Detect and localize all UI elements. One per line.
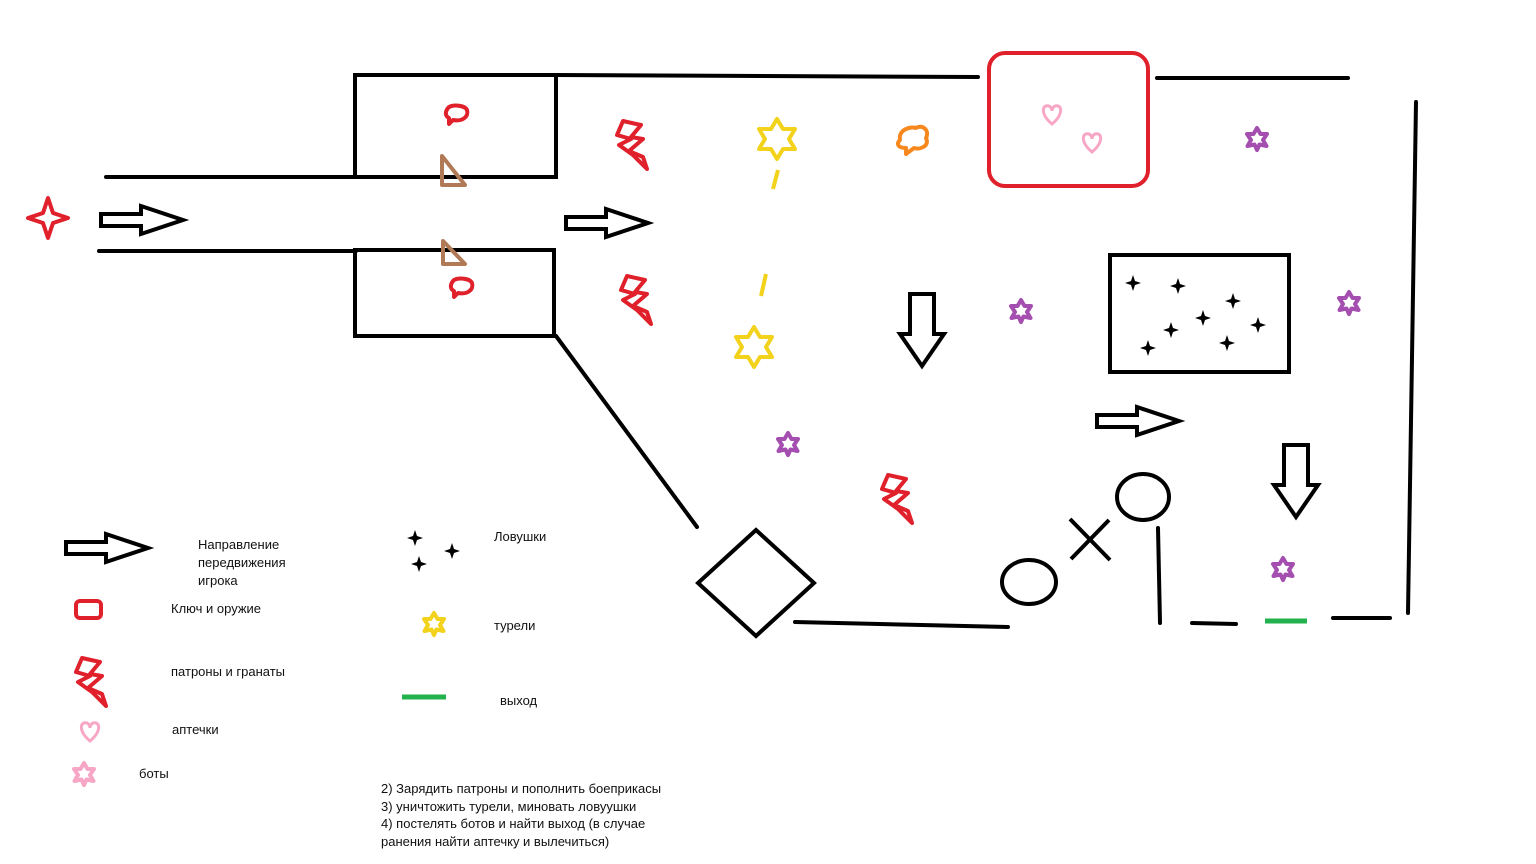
- legend-key-label: Ключ и оружие: [171, 601, 262, 616]
- arrow-icon: [99, 204, 185, 236]
- legend-medkit-label: аптечки: [172, 722, 219, 737]
- arrow-icon: [1272, 443, 1320, 519]
- instruction-line: ранения найти аптечку и вылечиться): [381, 833, 610, 849]
- orange-blob-icon: [896, 124, 929, 156]
- instructions: 2) Зарядить патроны и пополнить боеприка…: [381, 780, 661, 850]
- bot-icon: [776, 431, 800, 457]
- cross-obstacle: [1068, 517, 1112, 562]
- legend-ammo-icon: [74, 656, 108, 708]
- key-icon: [443, 103, 470, 126]
- legend-traps-label: Ловушки: [494, 529, 547, 544]
- bot-icon: [1337, 290, 1361, 316]
- turret-icon: [757, 117, 797, 161]
- legend-bot-icon: [72, 761, 96, 787]
- legend-bots-label: боты: [139, 766, 169, 781]
- legend-ammo-label: патроны и гранаты: [171, 664, 286, 679]
- arrow-icon: [898, 292, 946, 368]
- instruction-line: 4) постелять ботов и найти выход (в случ…: [381, 816, 646, 831]
- trap-room: [1108, 253, 1291, 374]
- bot-icon: [1271, 556, 1295, 582]
- turret-icon: [734, 325, 774, 369]
- instruction-line: 2) Зарядить патроны и пополнить боеприка…: [381, 781, 662, 796]
- medkit-room: [987, 51, 1150, 188]
- triangle-icon: [441, 239, 467, 266]
- bot-icon: [1009, 298, 1033, 324]
- key-icon: [448, 276, 475, 299]
- trap-cluster: [1125, 275, 1266, 356]
- legend-trap-icon: [407, 530, 460, 572]
- turret-beam: [759, 273, 768, 297]
- turret-beam: [771, 169, 780, 190]
- legend-direction-line: игрока: [198, 573, 238, 588]
- legend-arrow-icon: [64, 532, 150, 564]
- arrow-icon: [1095, 405, 1181, 437]
- legend-exit-label: выход: [500, 693, 538, 708]
- legend-turret-icon: [422, 611, 446, 637]
- ammo-icon: [619, 274, 653, 326]
- medkit-icon: [1081, 132, 1103, 154]
- ammo-icon: [615, 119, 649, 171]
- legend-medkit-icon: [79, 721, 101, 743]
- arrow-icon: [564, 207, 650, 239]
- triangle-icon: [440, 154, 467, 187]
- legend: [64, 530, 460, 787]
- legend-key-icon: [74, 599, 103, 620]
- circle-obstacle: [1000, 558, 1058, 606]
- circle-obstacle: [1115, 472, 1171, 522]
- medkit-icon: [1041, 104, 1063, 126]
- legend-direction-line: передвижения: [198, 555, 286, 570]
- legend-turrets-label: турели: [494, 618, 536, 633]
- start-star-icon: [26, 196, 70, 240]
- ammo-icon: [880, 473, 914, 525]
- legend-direction-line: Направление: [198, 537, 280, 552]
- diamond-obstacle: [695, 527, 817, 639]
- instruction-line: 3) уничтожить турели, миновать ловуушки: [381, 798, 637, 814]
- bot-icon: [1245, 126, 1269, 152]
- walls: [97, 73, 1418, 629]
- legend-direction-label: Направление передвижения игрока: [198, 536, 286, 590]
